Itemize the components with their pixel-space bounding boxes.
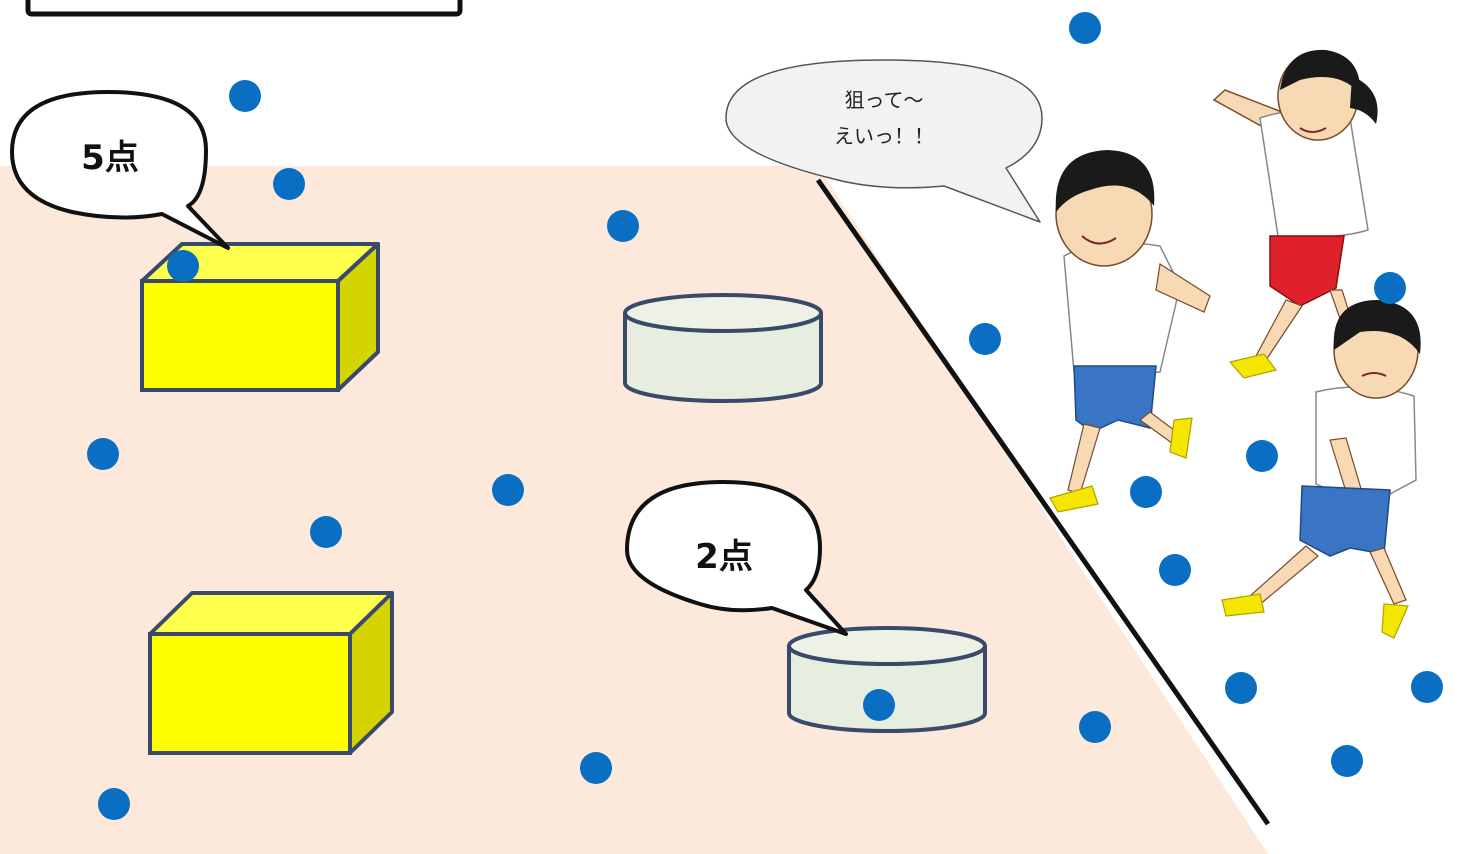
ball-icon <box>492 474 524 506</box>
ball-icon <box>969 323 1001 355</box>
speech-line-2: えいっ！！ <box>834 124 934 148</box>
ball-icon <box>273 168 305 200</box>
ball-icon <box>863 689 895 721</box>
box-points-label: 5点 <box>81 138 139 178</box>
ball-icon <box>1130 476 1162 508</box>
child-running-icon <box>1221 300 1421 639</box>
ball-icon <box>229 80 261 112</box>
ball-icon <box>1374 272 1406 304</box>
ball-icon <box>1411 671 1443 703</box>
ball-icon <box>87 438 119 470</box>
speech-bubble: 狙って～ えいっ！！ <box>725 59 1043 223</box>
ball-icon <box>1225 672 1257 704</box>
ball-icon <box>1246 440 1278 472</box>
box-target <box>148 591 394 755</box>
basket-target <box>623 293 823 403</box>
basket-points-label: 2点 <box>695 537 753 577</box>
ball-icon <box>310 516 342 548</box>
basket-target <box>787 626 987 733</box>
balls <box>87 12 1443 820</box>
ball-icon <box>1159 554 1191 586</box>
ball-icon <box>1079 711 1111 743</box>
ball-icon <box>1069 12 1101 44</box>
speech-line-1: 狙って～ <box>845 88 924 112</box>
ball-icon <box>1331 745 1363 777</box>
frame-edge <box>25 0 463 17</box>
child-pointing-icon <box>1212 49 1378 379</box>
ball-icon <box>98 788 130 820</box>
points-callout-box: 5点 <box>10 90 230 250</box>
points-callout-basket: 2点 <box>625 480 848 636</box>
ball-icon <box>580 752 612 784</box>
throwing-line <box>815 178 1271 826</box>
ball-icon <box>167 250 199 282</box>
box-target <box>140 242 380 392</box>
child-throwing-icon <box>1049 150 1211 513</box>
children-illustration <box>1049 49 1421 639</box>
ball-icon <box>607 210 639 242</box>
